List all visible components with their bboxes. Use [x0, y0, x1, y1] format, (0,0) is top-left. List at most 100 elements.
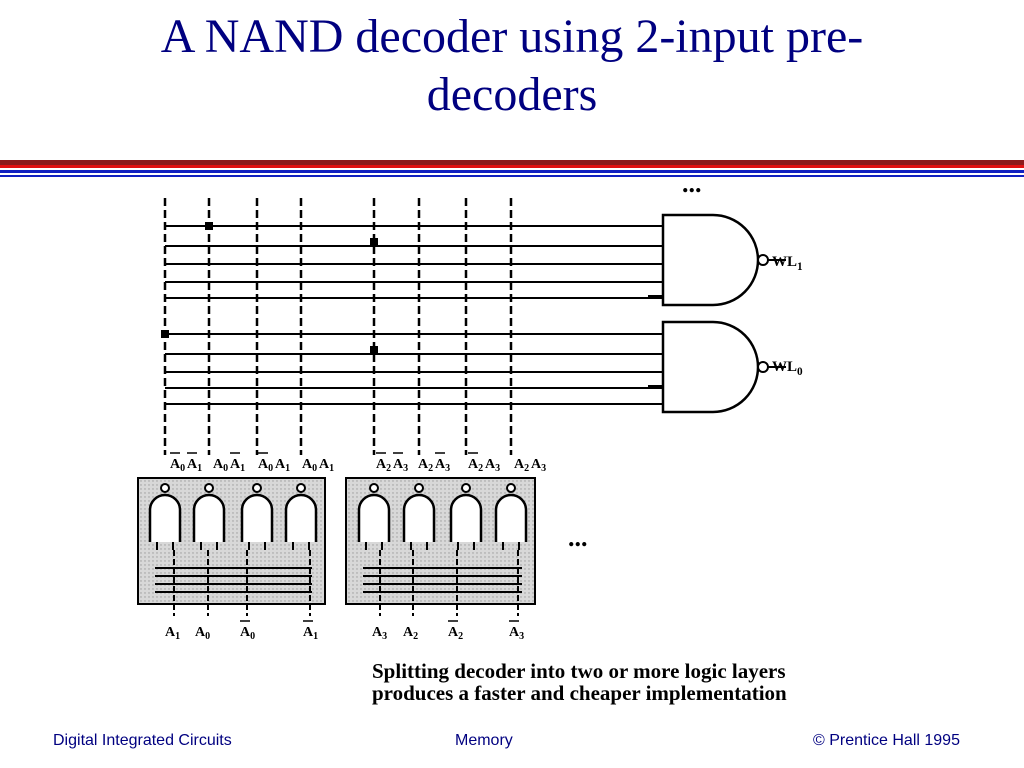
predecoder-gate-1-body	[192, 493, 226, 542]
wl0-nand-gate-bubble	[757, 361, 769, 373]
predecoder-gate-0-bubble	[160, 483, 170, 493]
slide-title: A NAND decoder using 2-input pre- decode…	[0, 8, 1024, 124]
address-label-left-3-text: A1	[303, 625, 318, 642]
final-nand-gates	[661, 213, 786, 414]
address-label-right-0: A3	[372, 625, 387, 642]
predecoder-gate-1-bubble	[204, 483, 214, 493]
address-label-left-0: A1	[165, 625, 180, 642]
predecoder-gate-2-body	[240, 493, 274, 542]
connection-dot-0	[205, 222, 213, 230]
caption-line-1: Splitting decoder into two or more logic…	[372, 659, 786, 683]
predecoded-label-left-2-part-1: A1	[275, 457, 290, 474]
caption: Splitting decoder into two or more logic…	[372, 660, 892, 704]
footer-topic: Memory	[455, 732, 513, 749]
predecoded-label-right-2-part-0: A2	[468, 457, 483, 474]
predecoder-gate-3	[284, 483, 318, 550]
predecoded-label-left-3-part-1: A1	[319, 457, 334, 474]
caption-line-2: produces a faster and cheaper implementa…	[372, 681, 787, 705]
wl0-nand-gate	[661, 320, 786, 414]
footer-copyright: © Prentice Hall 1995	[813, 732, 960, 749]
predecoder-gate-5	[402, 483, 436, 550]
predecoded-label-right-0-part-0: A2	[376, 457, 391, 474]
address-label-left-3: A1	[303, 620, 318, 642]
predecoder-gate-3-bubble	[296, 483, 306, 493]
predecoder-gate-1	[192, 483, 226, 550]
predecoder-gate-0	[148, 483, 182, 550]
predecoded-label-right-0-part-1: A3	[393, 457, 408, 474]
wl1-nand-gate-bubble	[757, 254, 769, 266]
final-gate-inputs	[165, 225, 663, 405]
ellipsis-top: ...	[682, 169, 702, 198]
connection-dot-3	[370, 346, 378, 354]
address-label-left-1: A0	[195, 625, 210, 642]
predecoder-gate-2-bubble	[252, 483, 262, 493]
predecoder-gate-0-body	[148, 493, 182, 542]
address-label-right-1-text: A2	[403, 625, 418, 642]
wl0-nand-gate-body	[661, 320, 760, 414]
divider-band-dark	[0, 160, 1024, 165]
predecoder-gate-4-bubble	[369, 483, 379, 493]
predecoder-gate-6-bubble	[461, 483, 471, 493]
predecoded-label-right-1-part-1: A3	[435, 457, 450, 474]
predecoded-label-left-1-part-0: A0	[213, 457, 228, 474]
divider-band-blue-1	[0, 170, 1024, 173]
slide-title-line-1: A NAND decoder using 2-input pre-	[160, 10, 864, 63]
predecoder-gate-2	[240, 483, 274, 550]
connection-dot-1	[370, 238, 378, 246]
predecoded-lines	[163, 198, 513, 455]
connection-dot-2	[161, 330, 169, 338]
predecoded-label-left-1-part-1: A1	[230, 457, 245, 474]
address-label-right-1: A2	[403, 625, 418, 642]
slide-title-line-2: decoders	[426, 68, 598, 121]
title-divider	[0, 160, 1024, 177]
predecoded-label-right-3-part-0: A2	[514, 457, 529, 474]
predecoded-label-right-2-part-1: A3	[485, 457, 500, 474]
address-label-right-0-text: A3	[372, 625, 387, 642]
address-label-left-1-text: A0	[195, 625, 210, 642]
address-label-left-2-text: A0	[240, 625, 255, 642]
wl1-label: WL1	[772, 254, 803, 273]
predecoded-label-right-1-part-0: A2	[418, 457, 433, 474]
predecoder-gate-7-body	[494, 493, 528, 542]
connection-dots	[161, 222, 378, 354]
predecoded-label-left-0-part-0: A0	[170, 457, 185, 474]
predecoded-label-left-3-part-0: A0	[302, 457, 317, 474]
predecoder-gate-5-body	[402, 493, 436, 542]
wl0-label: WL0	[772, 359, 803, 378]
predecoder-gate-6	[449, 483, 483, 550]
predecoder-gate-7-bubble	[506, 483, 516, 493]
divider-band-blue-2	[0, 175, 1024, 177]
predecoder-gate-3-body	[284, 493, 318, 542]
predecoder-gate-4-body	[357, 493, 391, 542]
footer-course: Digital Integrated Circuits	[53, 732, 232, 749]
address-label-right-3-text: A3	[509, 625, 524, 642]
predecoder-gate-5-bubble	[414, 483, 424, 493]
predecoder-gate-7	[494, 483, 528, 550]
predecoder-nand-gates	[148, 483, 528, 550]
address-label-right-2-text: A2	[448, 625, 463, 642]
address-label-right-2: A2	[448, 620, 463, 642]
predecoded-label-left-2-part-0: A0	[258, 457, 273, 474]
address-wires	[155, 550, 522, 616]
predecoded-label-right-3-part-1: A3	[531, 457, 546, 474]
ellipsis-right: ...	[568, 523, 588, 552]
address-label-right-3: A3	[509, 620, 524, 642]
divider-band-red	[0, 165, 1024, 168]
address-label-left-2: A0	[240, 620, 255, 642]
address-label-left-0-text: A1	[165, 625, 180, 642]
predecoder-gate-6-body	[449, 493, 483, 542]
predecoded-label-left-0-part-1: A1	[187, 457, 202, 474]
wl1-nand-gate	[661, 213, 786, 307]
wl1-nand-gate-body	[661, 213, 760, 307]
predecoder-gate-4	[357, 483, 391, 550]
